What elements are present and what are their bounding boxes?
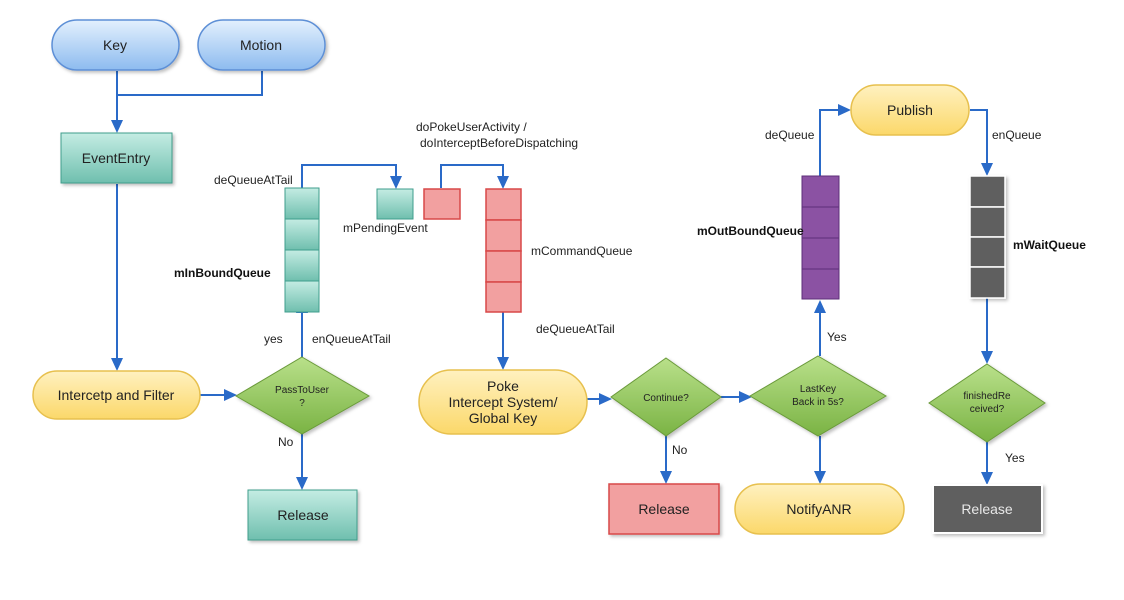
poke-line1: Poke [487,378,519,394]
outbound-queue-stack [801,175,840,300]
arrow-intercept [111,358,123,371]
dequeue-at-tail-label: deQueueAtTail [214,173,293,187]
inbound-queue-stack [284,187,320,313]
release-node-2: Release [608,483,720,535]
continue-decision: Continue? [610,357,722,437]
edge-motion-to-join [117,71,263,96]
arrow-outbound [814,300,826,313]
dequeue-at-tail-2-label: deQueueAtTail [536,322,615,336]
edge-labels: deQueueAtTail mInBoundQueue yes enQueueA… [174,120,1086,465]
continue-label: Continue? [643,393,689,404]
lastkey-decision: LastKey Back in 5s? [749,355,887,437]
do-intercept-label: doInterceptBeforeDispatching [420,136,578,150]
passtouser-line1: PassToUser [275,385,330,396]
pending-event-label: mPendingEvent [343,221,428,235]
poke-line3: Global Key [469,410,537,426]
finished-line1: finishedRe [963,391,1011,402]
motion-label: Motion [240,37,282,53]
arrow-pending [390,176,402,189]
finished-received-decision: finishedRe ceived? [928,363,1046,443]
arrow-release2 [660,471,672,484]
arrow-wait [981,163,993,176]
lastkey-line1: LastKey [800,384,836,395]
arrow-publish [838,104,851,116]
edge-publish-to-wait [970,109,988,163]
yes-label-3: Yes [1005,451,1025,465]
release-2-label: Release [638,501,690,517]
motion-node: Motion [197,19,326,71]
enqueue-at-tail-label: enQueueAtTail [312,332,391,346]
command-queue-label: mCommandQueue [531,244,633,258]
dequeue-label: deQueue [765,128,815,142]
arrow-notifyanr [814,471,826,484]
yes-label-1: yes [264,332,283,346]
release-node-3: Release [932,484,1043,534]
enqueue-label: enQueue [992,128,1042,142]
edge-inbound-to-pending [301,164,397,188]
poke-node: Poke Intercept System/ Global Key [418,369,588,435]
passtouser-line2: ? [299,398,305,409]
intercept-filter-label: Intercetp and Filter [58,387,175,403]
pending-event-box [376,188,414,220]
edge-outbound-to-publish [819,109,838,176]
evententry-node: EventEntry [60,132,173,184]
no-label-1: No [278,435,294,449]
arrow-poke [497,357,509,370]
lastkey-line2: Back in 5s? [792,397,844,408]
publish-label: Publish [887,102,933,118]
no-label-2: No [672,443,688,457]
arrow-lastkey [739,391,752,403]
wait-queue-label: mWaitQueue [1013,238,1086,252]
finished-line2: ceived? [970,404,1005,415]
intercept-filter-node: Intercetp and Filter [32,370,201,420]
arrow-passtouser [224,389,237,401]
notifyanr-node: NotifyANR [734,483,905,535]
arrow-command [497,176,509,189]
release-1-label: Release [277,507,329,523]
notifyanr-label: NotifyANR [786,501,851,517]
arrow-release1 [296,477,308,490]
key-node: Key [51,19,180,71]
release-3-label: Release [961,501,1013,517]
command-queue-stack [485,188,522,313]
do-poke-label: doPokeUserActivity / [416,120,527,134]
publish-node: Publish [850,84,970,136]
passtouser-decision: PassToUser ? [235,356,371,435]
arrow-release3 [981,472,993,485]
edge-pending-to-command [440,164,504,188]
arrow-evententry [111,120,123,133]
arrow-continue [599,393,612,405]
poke-line2: Intercept System/ [449,394,558,410]
inbound-queue-label: mInBoundQueue [174,266,271,280]
wait-queue-stack [969,175,1006,299]
outbound-queue-label: mOutBoundQueue [697,224,804,238]
edges [111,71,993,490]
release-node-1: Release [247,489,358,541]
yes-label-2: Yes [827,330,847,344]
arrow-finished [981,351,993,364]
pending-command-box [423,188,461,220]
evententry-label: EventEntry [82,150,150,166]
key-label: Key [103,37,127,53]
